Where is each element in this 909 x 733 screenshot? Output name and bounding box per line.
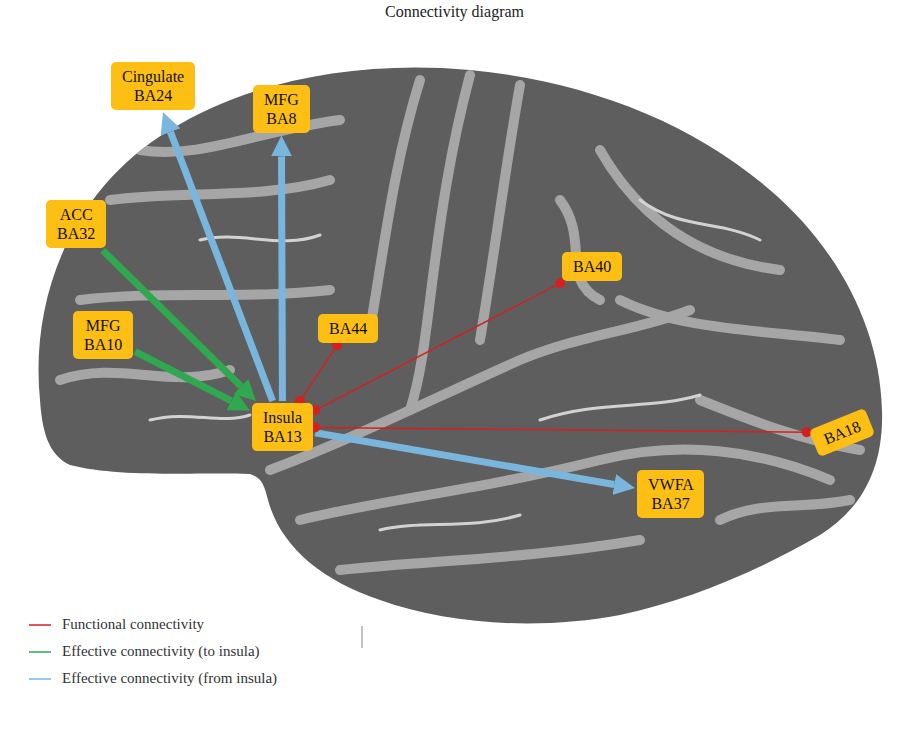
region-label: Cingulate BA24 bbox=[122, 67, 184, 105]
legend-line bbox=[28, 674, 52, 684]
region-box: Insula BA13 bbox=[252, 403, 313, 451]
connectivity-arrow bbox=[278, 156, 286, 401]
region-box: MFG BA10 bbox=[73, 311, 133, 359]
legend: Functional connectivityEffective connect… bbox=[28, 611, 277, 692]
legend-text: Effective connectivity (from insula) bbox=[62, 670, 277, 687]
connectivity-arrow bbox=[171, 132, 273, 401]
legend-line bbox=[28, 620, 52, 630]
legend-item: Functional connectivity bbox=[28, 611, 277, 638]
region-label: MFG BA8 bbox=[264, 90, 299, 128]
legend-item: Effective connectivity (from insula) bbox=[28, 665, 277, 692]
region-box: BA18 bbox=[809, 408, 876, 458]
region-label: BA40 bbox=[573, 257, 611, 276]
region-box: BA44 bbox=[318, 314, 378, 343]
region-label: BA18 bbox=[821, 417, 864, 449]
region-label: MFG BA10 bbox=[84, 316, 122, 354]
connectivity-arrow bbox=[135, 352, 231, 401]
tick-mark bbox=[362, 626, 363, 648]
connectivity-arrow bbox=[315, 428, 807, 433]
region-label: BA44 bbox=[329, 319, 367, 338]
connectivity-arrow bbox=[315, 433, 614, 485]
gyri bbox=[60, 75, 860, 570]
region-box: MFG BA8 bbox=[253, 85, 310, 133]
region-box: ACC BA32 bbox=[46, 200, 106, 248]
connectivity-arrow bbox=[300, 345, 337, 401]
legend-text: Effective connectivity (to insula) bbox=[62, 643, 260, 660]
connectivity-arrow bbox=[315, 283, 560, 410]
brain-outline bbox=[39, 68, 883, 624]
region-label: Insula BA13 bbox=[263, 408, 302, 446]
region-box: VWFA BA37 bbox=[637, 470, 704, 518]
legend-item: Effective connectivity (to insula) bbox=[28, 638, 277, 665]
legend-line bbox=[28, 647, 52, 657]
legend-text: Functional connectivity bbox=[62, 616, 204, 633]
region-label: VWFA BA37 bbox=[648, 475, 693, 513]
region-box: Cingulate BA24 bbox=[111, 62, 195, 110]
gyri-highlights bbox=[150, 200, 760, 530]
region-label: ACC BA32 bbox=[57, 205, 95, 243]
diagram-title: Connectivity diagram bbox=[0, 3, 909, 21]
region-box: BA40 bbox=[562, 252, 622, 281]
